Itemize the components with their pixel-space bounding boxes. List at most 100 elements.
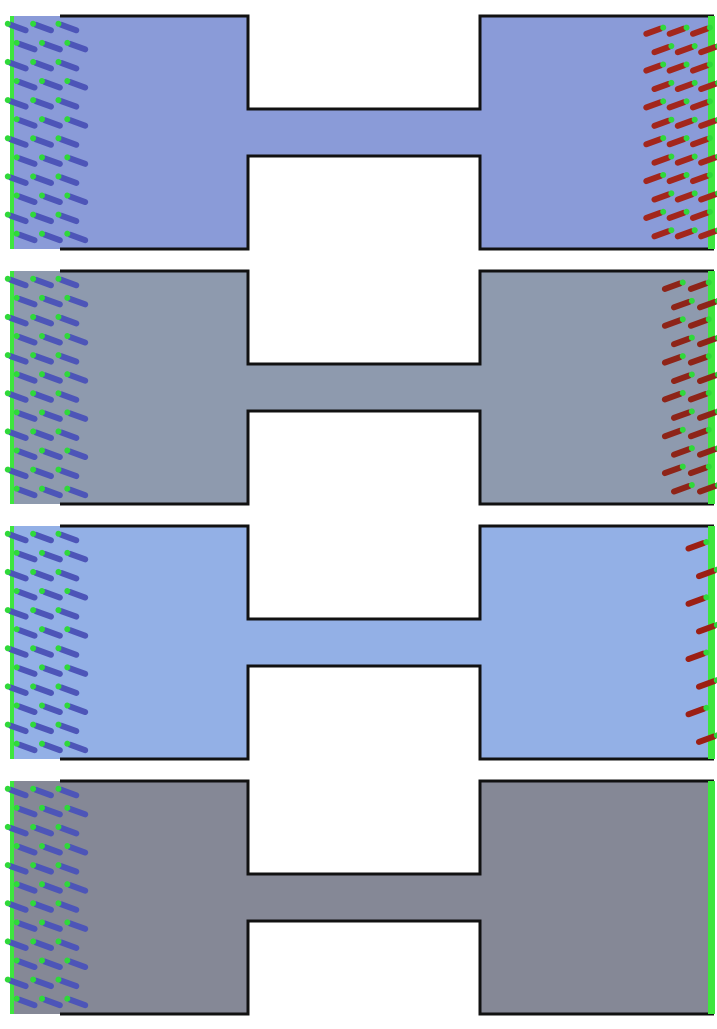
left-marker-arrow xyxy=(30,466,54,480)
left-marker-arrow xyxy=(30,352,54,365)
left-marker-arrow xyxy=(64,549,89,563)
left-marker-arrow xyxy=(64,78,89,91)
specimen-body xyxy=(12,526,714,759)
left-marker-arrow xyxy=(55,530,80,544)
right-marker-arrow xyxy=(685,704,710,718)
left-marker-arrow xyxy=(30,721,54,735)
left-marker-arrow xyxy=(30,20,54,34)
left-marker-arrow xyxy=(13,588,38,601)
right-marker-arrow xyxy=(696,334,717,348)
left-marker-arrow xyxy=(38,230,63,244)
left-marker-arrow xyxy=(13,881,38,894)
right-marker-arrow xyxy=(670,297,695,311)
right-marker-arrow xyxy=(689,171,713,185)
right-marker-arrow xyxy=(687,353,712,366)
left-marker-arrow xyxy=(13,485,38,499)
right-marker-arrow xyxy=(670,408,695,421)
right-marker-arrow xyxy=(643,171,667,185)
left-fixed-edge-bar xyxy=(10,526,14,759)
left-marker-arrow xyxy=(38,549,63,563)
right-marker-arrow xyxy=(696,482,717,495)
right-marker-arrow xyxy=(674,116,698,129)
right-marker-arrow xyxy=(666,171,690,185)
left-marker-arrow xyxy=(55,785,80,799)
left-marker-arrow xyxy=(30,607,54,620)
left-marker-arrow xyxy=(4,823,29,837)
left-marker-arrow xyxy=(64,804,89,818)
right-marker-arrow xyxy=(643,24,667,37)
left-marker-arrow xyxy=(55,823,80,837)
left-marker-arrow xyxy=(38,192,63,206)
left-marker-arrow xyxy=(55,173,80,186)
specimen-outline xyxy=(60,524,714,761)
specimen-body xyxy=(12,271,714,504)
left-marker-arrow xyxy=(55,683,80,696)
right-marker-arrow xyxy=(685,649,710,663)
specimen-panel-4 xyxy=(4,779,715,1016)
left-marker-arrow xyxy=(64,588,89,601)
left-marker-arrow xyxy=(55,645,80,658)
right-marker-arrow xyxy=(674,43,698,56)
left-marker-arrow xyxy=(13,409,38,422)
right-marker-arrow xyxy=(689,208,713,221)
left-marker-arrow xyxy=(64,333,89,346)
right-marker-arrow xyxy=(661,426,686,440)
right-marker-arrow xyxy=(689,24,713,37)
left-marker-arrow xyxy=(4,530,29,544)
left-marker-arrow xyxy=(30,275,54,289)
right-marker-arrow xyxy=(661,279,686,292)
right-marker-arrow xyxy=(651,79,675,93)
left-marker-arrow xyxy=(13,549,38,563)
right-marker-arrow xyxy=(674,153,698,166)
left-marker-arrow xyxy=(13,664,38,677)
left-marker-arrow xyxy=(55,862,80,875)
left-marker-arrow xyxy=(4,900,29,913)
left-marker-arrow xyxy=(64,664,89,677)
left-marker-arrow xyxy=(13,740,38,754)
left-marker-arrow xyxy=(4,97,29,110)
left-marker-arrow xyxy=(38,588,63,601)
left-marker-arrow xyxy=(30,428,54,441)
left-marker-arrow xyxy=(30,785,54,799)
left-marker-arrow xyxy=(30,211,54,225)
right-marker-arrow xyxy=(670,445,695,458)
right-marker-arrow xyxy=(687,463,712,477)
left-marker-arrow xyxy=(64,626,89,639)
left-marker-arrow xyxy=(13,957,38,971)
left-marker-arrow xyxy=(38,409,63,422)
left-marker-arrow xyxy=(64,409,89,422)
left-marker-arrow xyxy=(30,900,54,913)
left-fixed-edge-bar xyxy=(10,781,14,1014)
left-marker-arrow xyxy=(30,683,54,696)
left-marker-arrow xyxy=(30,313,54,327)
left-marker-arrow xyxy=(64,230,89,244)
left-marker-arrow xyxy=(38,995,63,1009)
left-marker-arrow xyxy=(13,804,38,818)
left-marker-arrow xyxy=(4,313,29,327)
specimen-outline xyxy=(60,269,714,506)
left-marker-arrow xyxy=(30,568,54,582)
left-marker-arrow xyxy=(13,78,38,91)
specimen-panel-1 xyxy=(4,14,717,251)
left-marker-arrow xyxy=(38,154,63,167)
left-marker-arrow xyxy=(30,390,54,403)
left-marker-arrow xyxy=(4,721,29,735)
right-marker-arrow xyxy=(674,227,698,240)
specimen-panel-2 xyxy=(4,269,717,506)
left-marker-arrow xyxy=(4,976,29,990)
left-marker-arrow xyxy=(38,664,63,677)
left-marker-arrow xyxy=(55,938,80,951)
left-marker-arrow xyxy=(64,919,89,932)
right-marker-arrow xyxy=(643,135,667,148)
left-marker-arrow xyxy=(38,78,63,91)
left-marker-arrow xyxy=(38,294,63,308)
right-load-edge-bar xyxy=(708,526,715,759)
right-marker-arrow xyxy=(666,24,690,37)
left-marker-arrow xyxy=(4,938,29,951)
left-marker-arrow xyxy=(38,333,63,346)
right-marker-arrow xyxy=(661,353,686,366)
left-marker-arrow xyxy=(13,702,38,716)
left-marker-arrow xyxy=(55,135,80,148)
right-marker-arrow xyxy=(661,389,686,403)
